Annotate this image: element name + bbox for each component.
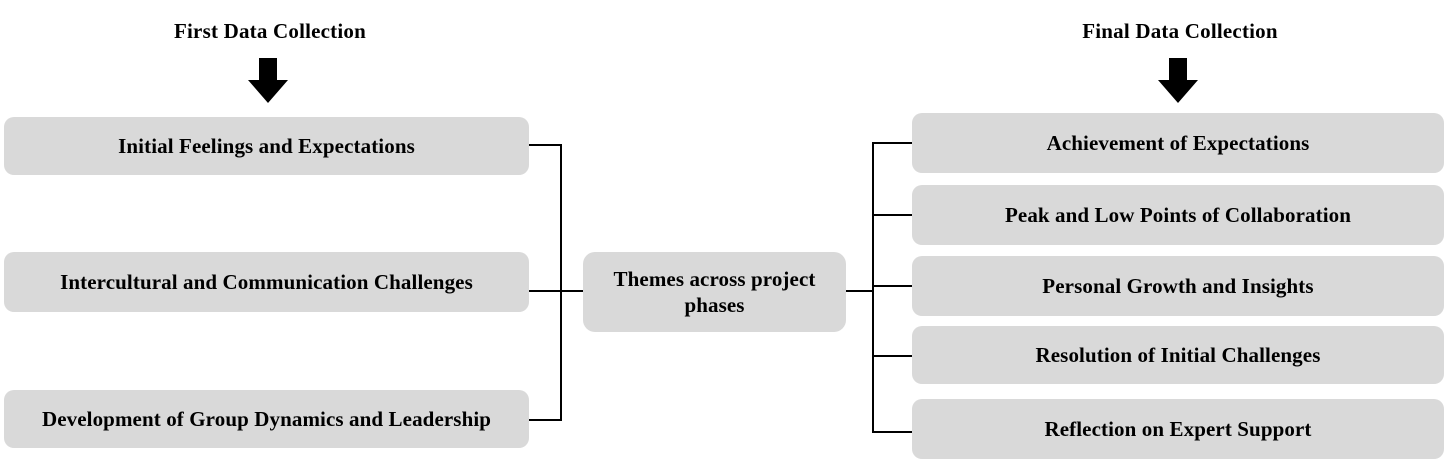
node-label: Development of Group Dynamics and Leader… bbox=[41, 406, 492, 431]
node-development-of-group-dynamics-and-leadership[interactable]: Development of Group Dynamics and Leader… bbox=[4, 390, 529, 448]
phase-title-final-data-collection: Final Data Collection bbox=[1082, 19, 1278, 43]
connector-right-trunk bbox=[872, 143, 874, 433]
node-label: Reflection on Expert Support bbox=[1044, 416, 1312, 441]
connector-right-stem bbox=[846, 290, 874, 292]
node-peak-and-low-points-of-collaboration[interactable]: Peak and Low Points of Collaboration bbox=[912, 185, 1444, 245]
node-label: Peak and Low Points of Collaboration bbox=[1004, 202, 1352, 227]
connector-left-branch-1 bbox=[529, 290, 585, 292]
connector-right-branch-2 bbox=[872, 285, 913, 287]
phase-title-first-data-collection: First Data Collection bbox=[174, 19, 366, 43]
node-label: Personal Growth and Insights bbox=[1042, 273, 1314, 298]
connector-right-branch-0 bbox=[872, 142, 913, 144]
down-arrow-icon bbox=[245, 58, 291, 104]
node-themes-across-project-phases[interactable]: Themes across project phases bbox=[583, 252, 846, 332]
node-reflection-on-expert-support[interactable]: Reflection on Expert Support bbox=[912, 399, 1444, 459]
node-label: Intercultural and Communication Challeng… bbox=[60, 269, 473, 294]
node-achievement-of-expectations[interactable]: Achievement of Expectations bbox=[912, 113, 1444, 173]
node-label: Achievement of Expectations bbox=[1046, 130, 1310, 155]
node-label: Initial Feelings and Expectations bbox=[118, 133, 415, 158]
connector-right-branch-3 bbox=[872, 355, 913, 357]
node-personal-growth-and-insights[interactable]: Personal Growth and Insights bbox=[912, 256, 1444, 316]
connector-left-branch-0 bbox=[529, 144, 562, 146]
connector-right-branch-1 bbox=[872, 214, 913, 216]
connector-right-branch-4 bbox=[872, 431, 913, 433]
connector-left-trunk bbox=[560, 144, 562, 421]
node-label: Themes across project phases bbox=[613, 266, 816, 317]
down-arrow-icon bbox=[1155, 58, 1201, 104]
node-label: Resolution of Initial Challenges bbox=[1035, 342, 1321, 367]
connector-left-branch-2 bbox=[529, 419, 562, 421]
node-resolution-of-initial-challenges[interactable]: Resolution of Initial Challenges bbox=[912, 326, 1444, 384]
node-initial-feelings-and-expectations[interactable]: Initial Feelings and Expectations bbox=[4, 117, 529, 175]
node-intercultural-and-communication-challenges[interactable]: Intercultural and Communication Challeng… bbox=[4, 252, 529, 312]
